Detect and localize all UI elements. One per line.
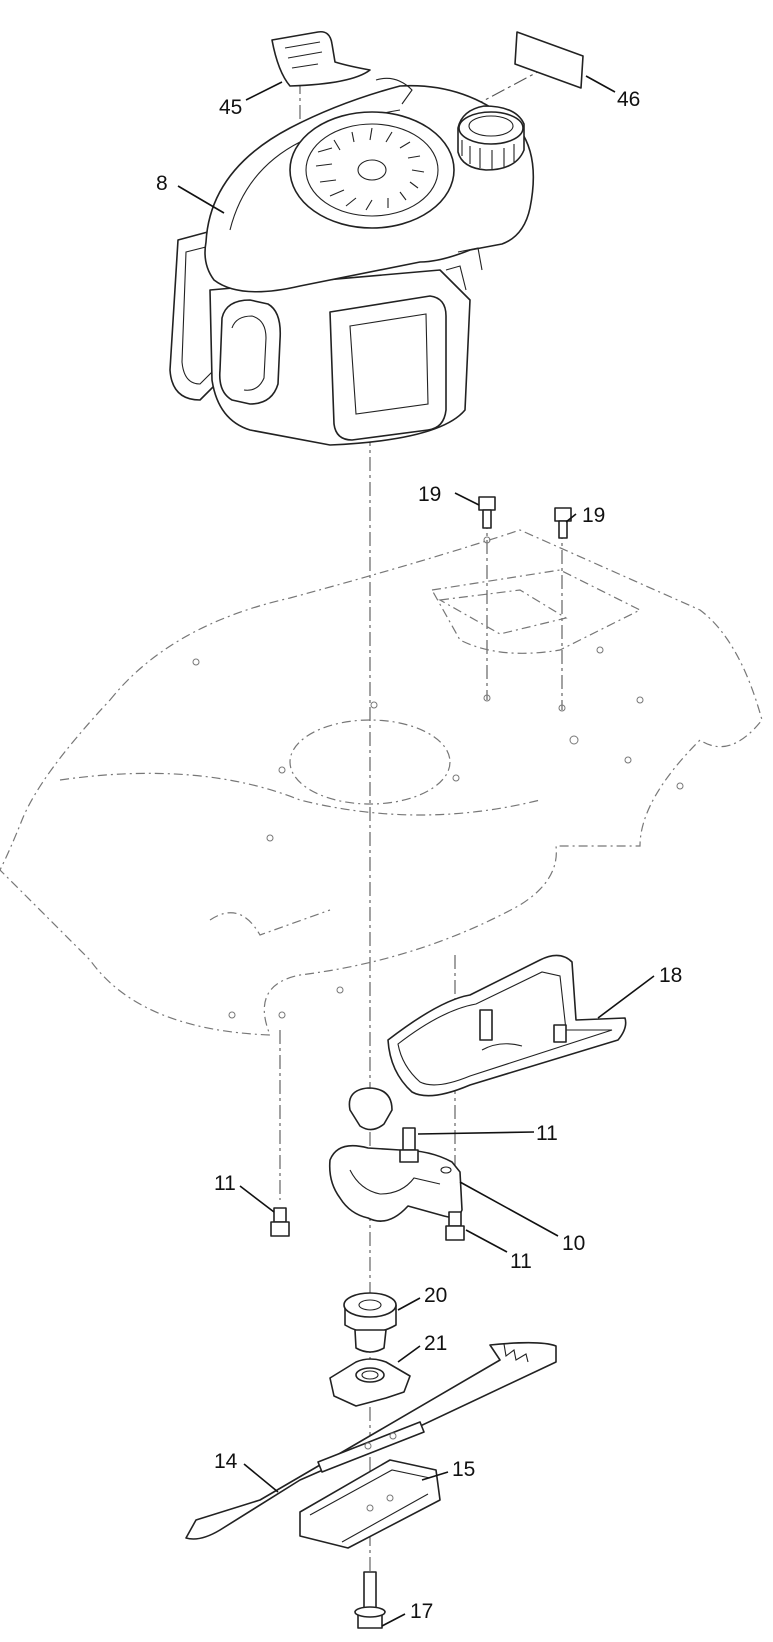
decal-part <box>271 30 371 87</box>
mower-blade-part <box>185 1341 557 1540</box>
engine-bolt-part <box>478 496 496 529</box>
callout-18: 18 <box>659 964 682 987</box>
baffle-part <box>387 954 627 1097</box>
bracket-bolt-part <box>270 1207 290 1237</box>
callout-11-lower: 11 <box>510 1250 532 1273</box>
engine-part <box>169 77 535 446</box>
blade-stiffener-part <box>299 1459 441 1549</box>
callout-11-upper: 11 <box>536 1122 558 1145</box>
bracket-bolt-part <box>399 1127 419 1163</box>
callout-14: 14 <box>214 1450 238 1473</box>
callout-labels: 45 46 8 19 19 18 11 11 11 10 20 21 14 15… <box>156 88 682 1623</box>
callout-8: 8 <box>156 172 168 195</box>
callout-10: 10 <box>562 1232 585 1255</box>
spacer-part <box>343 1292 397 1353</box>
mower-deck-phantom <box>0 529 763 1036</box>
callout-46: 46 <box>617 88 640 111</box>
callout-45: 45 <box>219 96 242 119</box>
callout-21: 21 <box>424 1332 447 1355</box>
callout-17: 17 <box>410 1600 433 1623</box>
blade-adapter-part <box>329 1358 411 1407</box>
label-plate-part <box>514 31 584 89</box>
blade-adapter-bracket-part <box>328 1087 463 1222</box>
callout-20: 20 <box>424 1284 447 1307</box>
callout-19-left: 19 <box>418 483 441 506</box>
callout-19-right: 19 <box>582 504 605 527</box>
callout-15: 15 <box>452 1458 475 1481</box>
bracket-bolt-part <box>445 1211 465 1241</box>
engine-bolt-part <box>554 507 572 539</box>
leader-lines <box>177 75 655 1627</box>
blade-bolt-part <box>354 1571 386 1629</box>
callout-11-left: 11 <box>214 1172 236 1195</box>
